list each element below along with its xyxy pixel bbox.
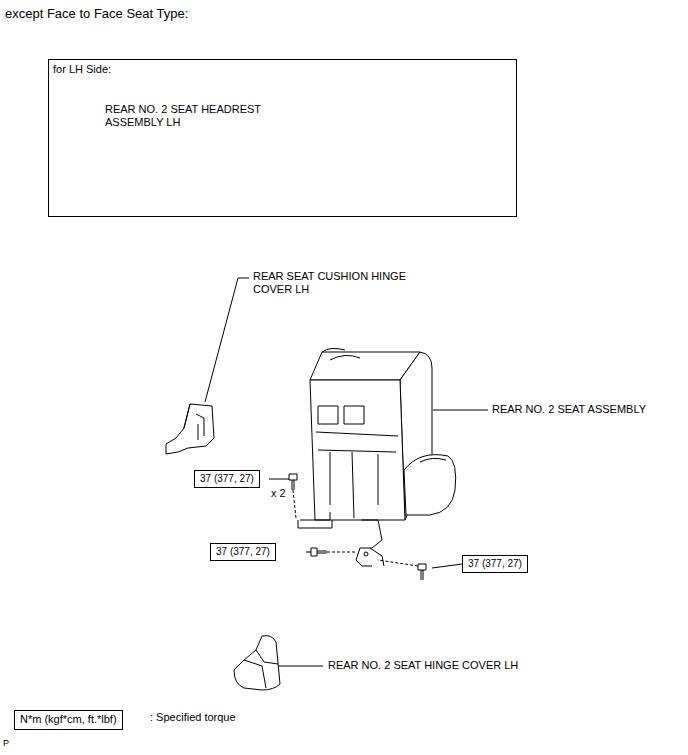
seat-hinge-cover xyxy=(234,636,280,690)
node-text: 37 (377, 27) xyxy=(216,546,270,558)
quantity-label: x 2 xyxy=(271,487,286,500)
node-text: 37 (377, 27) xyxy=(200,473,254,485)
variant-box: for LH Side: REAR NO. 2 SEAT HEADREST ASS… xyxy=(48,59,517,217)
seat-assembly xyxy=(289,348,456,580)
torque-box: 37 (377, 27) xyxy=(462,555,528,573)
page-mark: P xyxy=(3,738,9,749)
section-title: except Face to Face Seat Type: xyxy=(5,6,188,22)
torque-box: 37 (377, 27) xyxy=(210,543,276,561)
torque-box: 37 (377, 27) xyxy=(194,470,260,488)
unit-legend-box: N*m (kgf*cm, ft.*lbf) xyxy=(14,710,123,730)
part-name: REAR NO. 2 SEAT HEADREST ASSEMBLY LH xyxy=(105,103,295,129)
variant-heading: for LH Side: xyxy=(53,63,111,76)
node-text: N*m (kgf*cm, ft.*lbf) xyxy=(20,713,117,726)
part-name: REAR NO. 2 SEAT ASSEMBLY xyxy=(492,403,646,416)
legend-text: : Specified torque xyxy=(150,711,236,724)
cushion-hinge-cover xyxy=(166,404,214,454)
node-text: 37 (377, 27) xyxy=(468,558,522,570)
part-name: REAR NO. 2 SEAT HINGE COVER LH xyxy=(328,659,518,672)
part-name: REAR SEAT CUSHION HINGE COVER LH xyxy=(253,270,428,296)
